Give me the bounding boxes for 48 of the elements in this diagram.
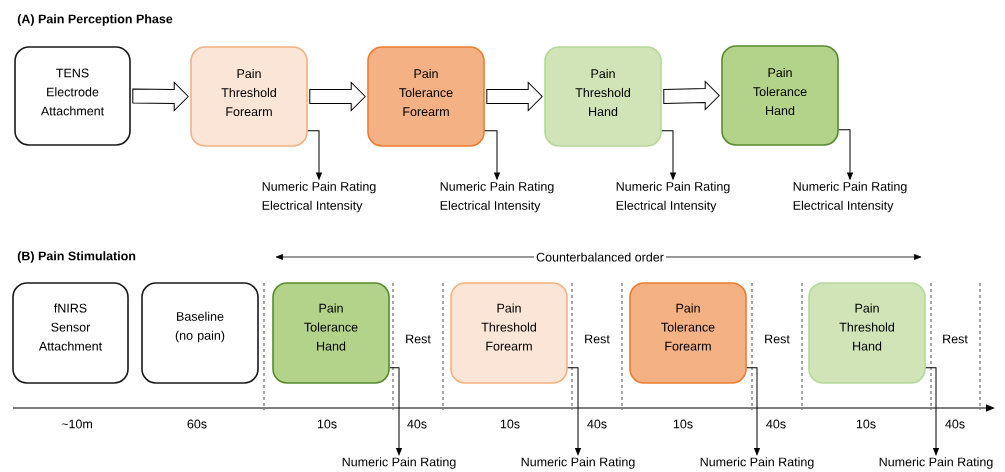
step-box: fNIRS Sensor Attachment [12, 282, 129, 384]
measure-text: Numeric Pain Rating Electrical Intensity [793, 181, 907, 213]
duration-label: 10s [317, 419, 337, 429]
duration-label: 40s [945, 419, 965, 429]
duration-label: 10s [856, 419, 876, 429]
step-box: Pain Tolerance Forearm [629, 282, 747, 384]
step-box: Pain Threshold Hand [808, 282, 926, 384]
step-box: Pain Tolerance Hand [272, 282, 390, 384]
step-box: Pain Threshold Forearm [450, 282, 568, 384]
rest-label: Rest [943, 334, 968, 344]
measure-text: Numeric Pain Rating [521, 457, 635, 469]
rest-label: Rest [765, 334, 790, 344]
section-heading: (A) Pain Perception Phase [17, 14, 173, 26]
duration-label: ~10m [61, 419, 92, 429]
block-arrow [486, 82, 543, 111]
block-arrow [309, 82, 366, 111]
measure-text: Numeric Pain Rating Electrical Intensity [440, 181, 554, 213]
step-box: Pain Threshold Forearm [190, 46, 308, 147]
step-box: TENS Electrode Attachment [14, 46, 131, 146]
block-arrow [663, 81, 720, 110]
step-box: Pain Tolerance Hand [721, 45, 839, 146]
duration-label: 40s [587, 419, 607, 429]
step-box: Pain Threshold Hand [544, 46, 662, 147]
section-heading: (B) Pain Stimulation [17, 251, 136, 263]
measure-text: Numeric Pain Rating Electrical Intensity [262, 181, 376, 213]
order-label: Counterbalanced order [534, 250, 666, 264]
arrow [307, 130, 322, 180]
rest-label: Rest [585, 334, 610, 344]
measure-text: Numeric Pain Rating [342, 457, 456, 469]
measure-text: Numeric Pain Rating [879, 457, 993, 469]
duration-label: 10s [673, 419, 693, 429]
arrow [746, 367, 760, 456]
duration-label: 60s [187, 419, 207, 429]
arrow [484, 130, 500, 180]
step-box: Baseline (no pain) [141, 282, 259, 384]
arrow [389, 367, 402, 456]
duration-label: 40s [766, 419, 786, 429]
arrow [925, 367, 939, 456]
measure-text: Numeric Pain Rating Electrical Intensity [616, 181, 730, 213]
rest-label: Rest [406, 334, 431, 344]
measure-text: Numeric Pain Rating [700, 457, 814, 469]
duration-label: 40s [407, 419, 427, 429]
arrow [567, 367, 581, 456]
arrow [838, 129, 853, 180]
arrow [661, 130, 676, 180]
block-arrow [132, 82, 189, 111]
duration-label: 10s [500, 419, 520, 429]
step-box: Pain Tolerance Forearm [367, 46, 485, 147]
